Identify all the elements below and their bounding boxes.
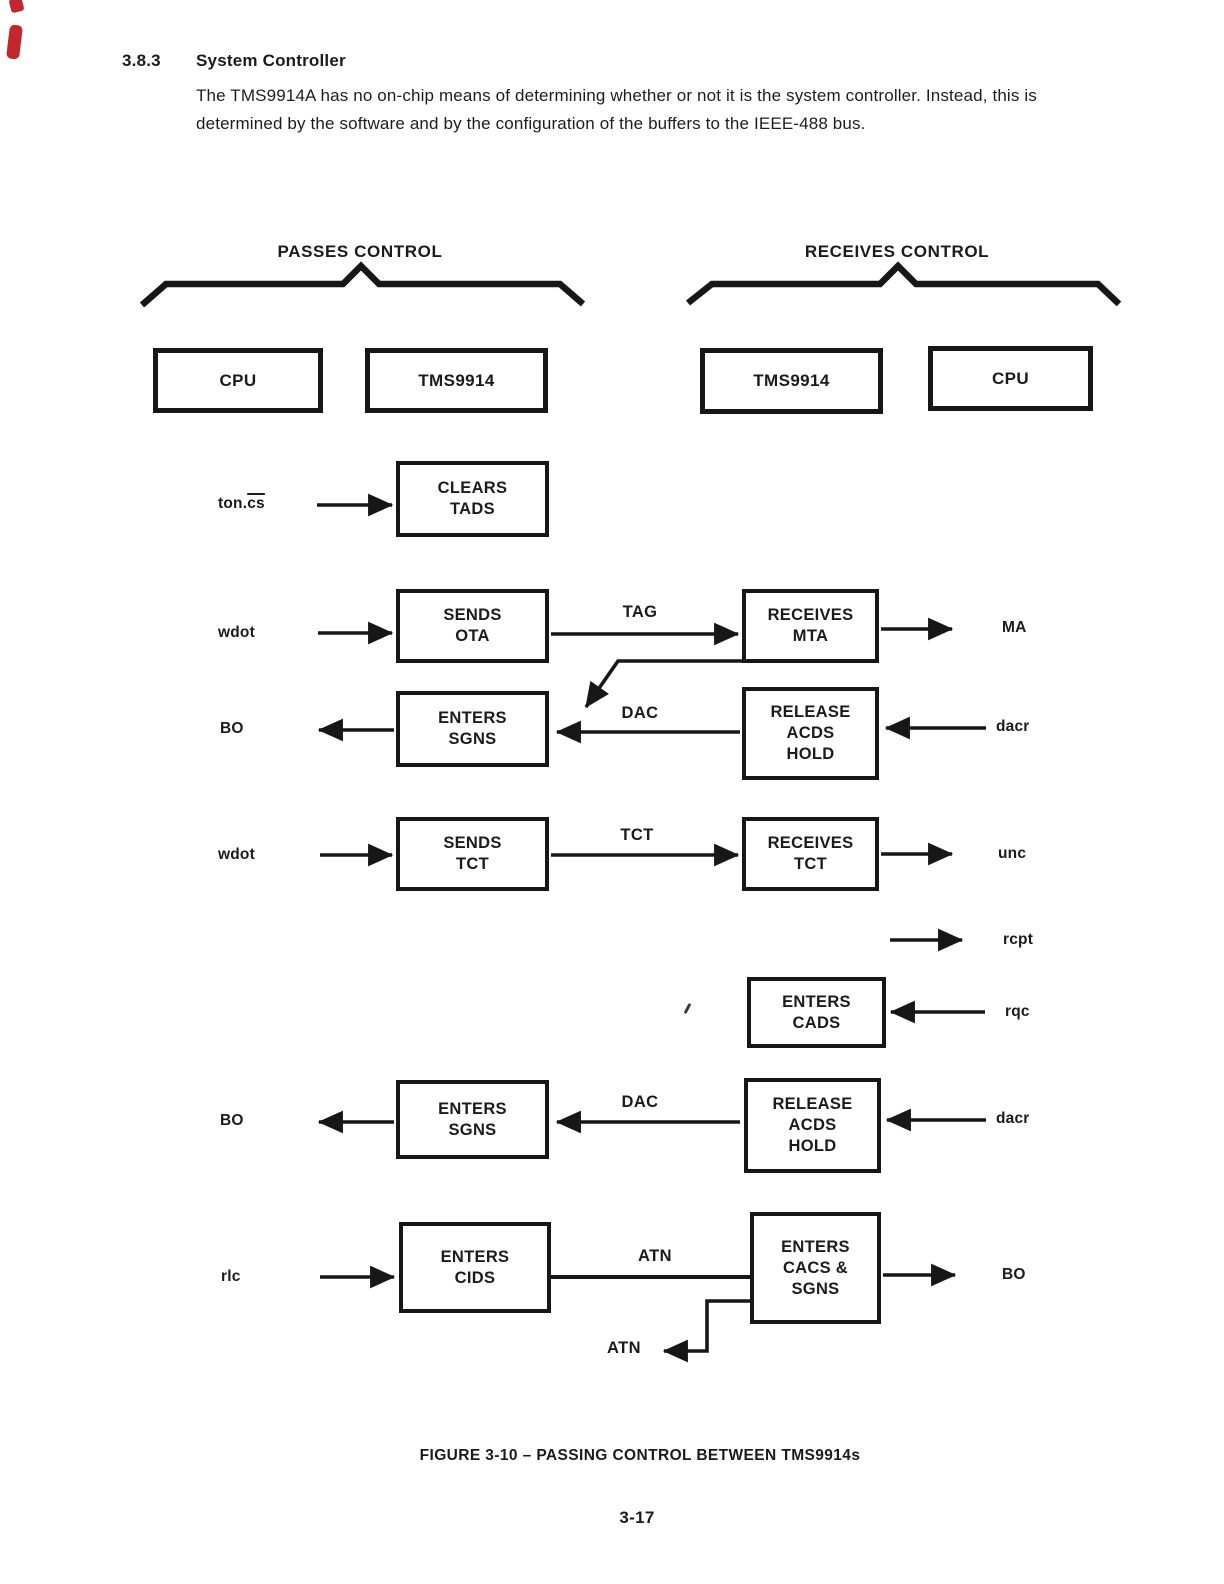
figure-caption: FIGURE 3-10 – PASSING CONTROL BETWEEN TM… — [419, 1447, 861, 1464]
box-cpu-left: CPU — [153, 348, 323, 413]
signal-label-dacr-2: dacr — [996, 1110, 1030, 1127]
state-box-enters-cacs-sgns: ENTERS CACS & SGNS — [750, 1212, 881, 1324]
section-number: 3.8.3 — [122, 51, 161, 70]
box-tms9914-right: TMS9914 — [700, 348, 883, 414]
body-text-line: The TMS9914A has no on-chip means of det… — [196, 86, 1037, 105]
signal-label-cs-overlined: cs — [247, 495, 265, 512]
state-box-release-acds-hold-1: RELEASE ACDS HOLD — [742, 687, 879, 780]
arrow-label-atn-bottom: ATN — [607, 1339, 641, 1357]
signal-label-rcpt: rcpt — [1003, 931, 1034, 948]
signal-label-bo-2: BO — [220, 1112, 244, 1129]
state-box-enters-sgns-1: ENTERS SGNS — [396, 691, 549, 767]
state-box-enters-cads: ENTERS CADS — [747, 977, 886, 1048]
arrow-label-tag: TAG — [622, 603, 658, 621]
red-ink-mark — [5, 24, 24, 60]
signal-label-wdot-2: wdot — [218, 846, 255, 863]
page-number: 3-17 — [619, 1508, 655, 1527]
signal-label-wdot-1: wdot — [218, 624, 255, 641]
arrow-label-dac-1: DAC — [621, 704, 659, 722]
signal-label-bo-3: BO — [1002, 1266, 1026, 1283]
body-text-line: determined by the software and by the co… — [196, 114, 866, 133]
box-cpu-right: CPU — [928, 346, 1093, 411]
group-title-passes-control: PASSES CONTROL — [277, 242, 443, 261]
signal-label-ma: MA — [1002, 619, 1027, 636]
state-box-enters-sgns-2: ENTERS SGNS — [396, 1080, 549, 1159]
state-box-receives-tct: RECEIVES TCT — [742, 817, 879, 891]
signal-label-unc: unc — [998, 845, 1027, 862]
state-box-receives-mta: RECEIVES MTA — [742, 589, 879, 663]
arrow-label-atn-top: ATN — [638, 1247, 672, 1265]
arrow-mta-to-sgns-elbow — [584, 659, 762, 709]
arrow-label-tct: TCT — [620, 826, 654, 844]
state-box-release-acds-hold-2: RELEASE ACDS HOLD — [744, 1078, 881, 1173]
signal-label-rqc: rqc — [1005, 1003, 1030, 1020]
signal-label-bo-1: BO — [220, 720, 244, 737]
brace-passes-control — [139, 261, 586, 308]
signal-label-dacr-1: dacr — [996, 718, 1030, 735]
state-box-enters-cids: ENTERS CIDS — [399, 1222, 551, 1313]
arrow-atn-return — [662, 1299, 752, 1363]
state-box-clears-tads: CLEARS TADS — [396, 461, 549, 537]
signal-label-ton-prefix: ton. — [218, 495, 248, 512]
signal-label-rlc: rlc — [221, 1268, 241, 1285]
section-title: System Controller — [196, 51, 346, 70]
arrow-label-dac-2: DAC — [621, 1093, 659, 1111]
signal-label-ton-cs: ton.cs — [218, 495, 265, 513]
brace-receives-control — [685, 261, 1122, 307]
group-title-receives-control: RECEIVES CONTROL — [804, 242, 990, 261]
red-ink-mark — [8, 0, 25, 14]
state-box-sends-tct: SENDS TCT — [396, 817, 549, 891]
state-box-sends-ota: SENDS OTA — [396, 589, 549, 663]
box-tms9914-left: TMS9914 — [365, 348, 548, 413]
scan-speck — [683, 1002, 692, 1015]
